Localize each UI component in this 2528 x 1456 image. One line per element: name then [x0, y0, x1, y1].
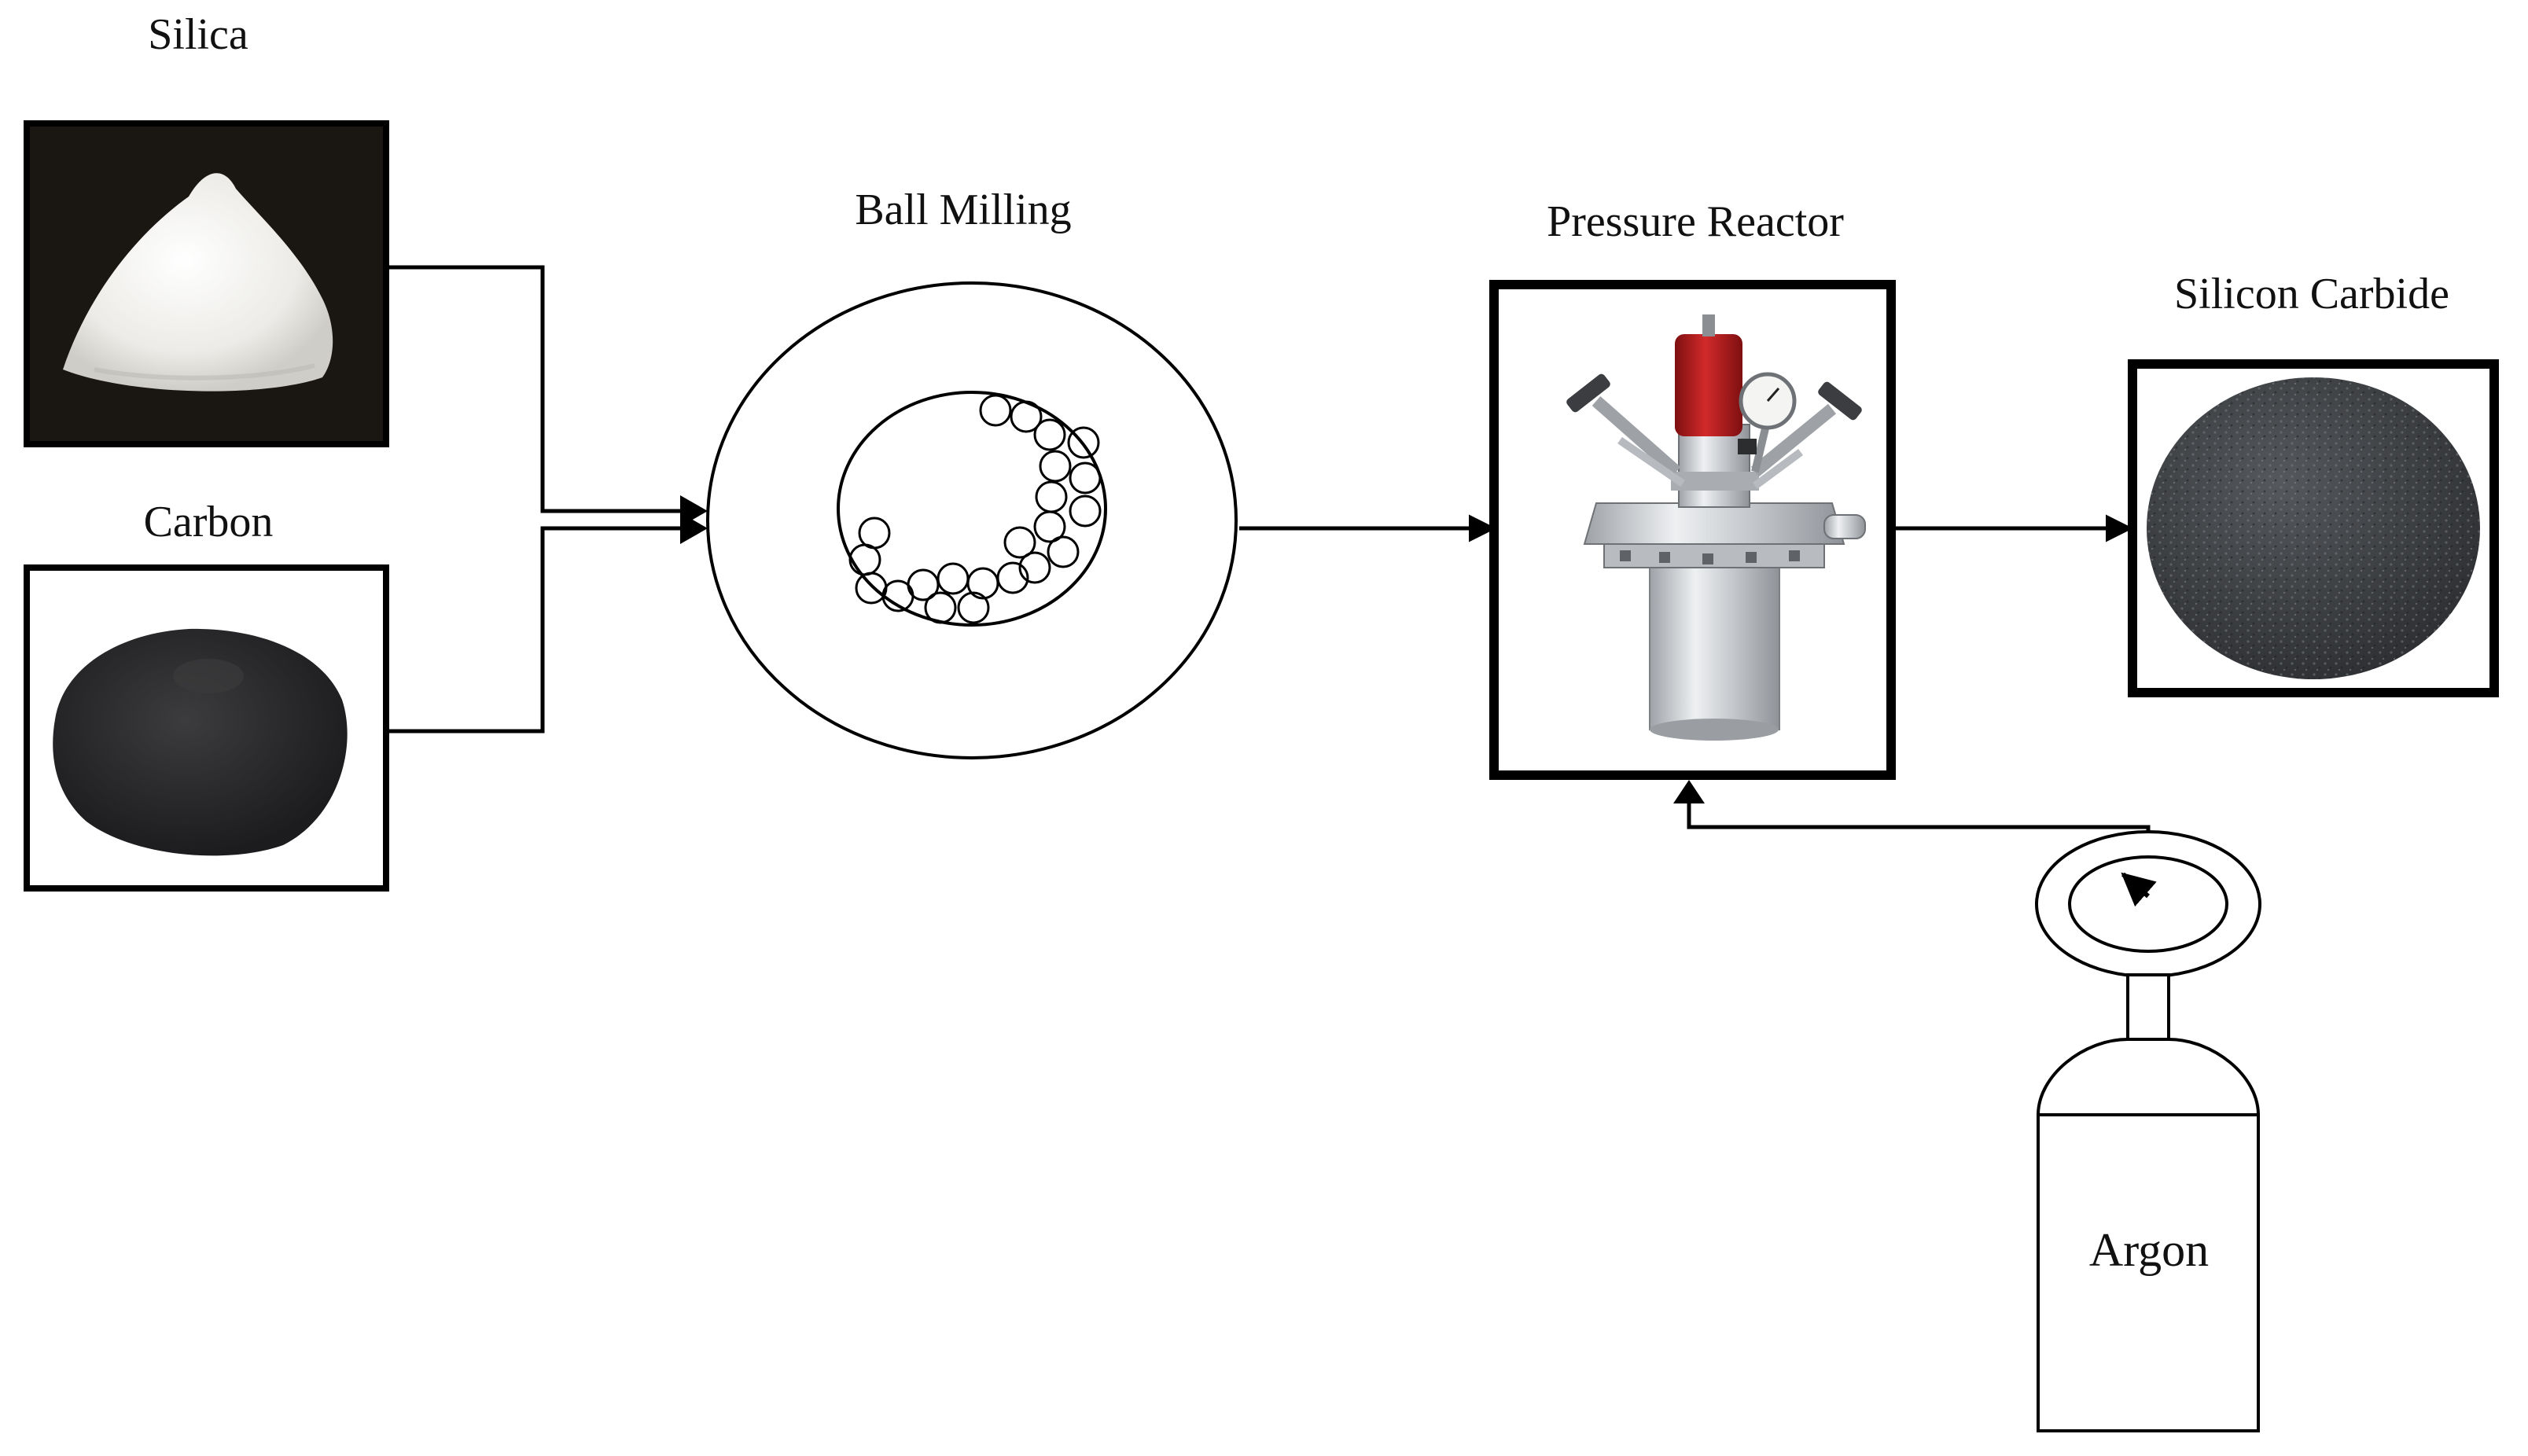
- gauge-needle-icon: [2121, 872, 2157, 907]
- pressure-reactor-label: Pressure Reactor: [1547, 197, 1844, 246]
- silicon-carbide-image: [2128, 359, 2499, 697]
- pressure-reactor-image: [1489, 280, 1896, 780]
- argon-label: Argon: [2089, 1224, 2209, 1276]
- silica-image: [24, 120, 389, 447]
- argon-arrowhead: [1673, 780, 1705, 803]
- ball-mill-icon: [706, 281, 1238, 759]
- input-connectors: [389, 265, 688, 734]
- carbon-image: [24, 564, 389, 892]
- carbon-label: Carbon: [144, 498, 274, 546]
- argon-cylinder-icon: [2035, 830, 2261, 1432]
- silicon-carbide-label: Silicon Carbide: [2174, 270, 2449, 318]
- silica-label: Silica: [148, 10, 248, 59]
- input-arrowheads: [680, 495, 708, 544]
- milling-balls: [848, 394, 1102, 624]
- ball-milling-label: Ball Milling: [855, 186, 1071, 234]
